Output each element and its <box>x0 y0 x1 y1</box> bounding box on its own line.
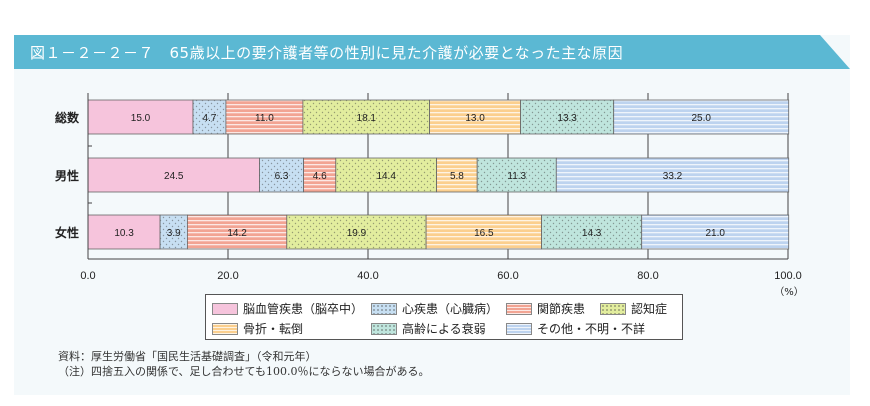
rounding-note: （注）四捨五入の関係で、足し合わせても100.0％にならない場合がある。 <box>58 365 430 378</box>
bar-segment <box>520 99 615 135</box>
data-label: 24.5 <box>164 171 184 182</box>
data-label: 11.3 <box>507 171 526 182</box>
legend-label: 高齢による衰弱 <box>402 322 486 336</box>
bar-segment <box>286 214 427 250</box>
legend-item: その他・不明・不詳 <box>506 320 645 337</box>
bar-segment <box>159 214 188 250</box>
data-label: 21.0 <box>705 228 725 239</box>
data-label: 11.0 <box>255 113 274 124</box>
x-tick-label: 100.0 <box>774 270 802 282</box>
data-label: 4.6 <box>313 171 327 182</box>
legend-item: 認知症 <box>600 300 667 317</box>
bar-groups: 15.0 4.7 11.0 18.1 13.0 13.3 25.0 総数 24.5 6.3 4.6 1… <box>55 99 790 250</box>
bar-segment <box>87 214 161 250</box>
legend-swatch <box>212 302 238 315</box>
bar-segment <box>541 214 643 250</box>
x-tick-label: 80.0 <box>637 270 658 282</box>
legend-label: 脳血管疾患（脳卒中） <box>243 302 364 316</box>
legend-swatch <box>371 322 397 335</box>
legend-label: 骨折・転倒 <box>243 322 304 336</box>
bar-segment <box>186 214 288 250</box>
bar-segment <box>303 157 337 193</box>
bar-segment <box>436 157 478 193</box>
category-label: 男性 <box>55 168 79 183</box>
category-label: 総数 <box>55 110 80 125</box>
bar-segment <box>87 157 260 193</box>
data-label: 14.4 <box>376 171 396 182</box>
bar-row-0: 15.0 4.7 11.0 18.1 13.0 13.3 25.0 総数 <box>55 99 790 135</box>
bar-segment <box>641 214 790 250</box>
legend-label: 心疾患（心臓病） <box>402 302 499 316</box>
data-label: 16.5 <box>474 228 494 239</box>
data-label: 13.0 <box>465 113 485 124</box>
x-tick-label: 60.0 <box>497 270 518 282</box>
legend-label: 認知症 <box>631 302 668 316</box>
legend-label: その他・不明・不詳 <box>537 322 646 336</box>
unit-label: （%） <box>774 286 804 298</box>
data-label: 18.1 <box>357 113 377 124</box>
data-label: 25.0 <box>691 113 711 124</box>
data-label: 5.8 <box>450 171 464 182</box>
bar-segment <box>476 157 557 193</box>
bar-segment <box>555 157 790 193</box>
category-label: 女性 <box>55 225 79 240</box>
axes: 0.0 20.0 40.0 60.0 80.0 100.0 （%） <box>80 93 804 298</box>
legend-item: 心疾患（心臓病） <box>371 300 498 317</box>
data-label: 6.3 <box>275 171 289 182</box>
source-note: 資料：厚生労働省「国民生活基礎調査」（令和元年） <box>58 350 317 363</box>
notes: 資料：厚生労働省「国民生活基礎調査」（令和元年） （注）四捨五入の関係で、足し合… <box>58 349 430 379</box>
title-bar: 図１－２－２－７ 65歳以上の要介護者等の性別に見た介護が必要となった主な原因 <box>14 35 850 69</box>
legend-swatch <box>600 302 626 315</box>
data-label: 19.9 <box>347 228 367 239</box>
legend-item: 脳血管疾患（脳卒中） <box>212 300 363 317</box>
x-tick-label: 40.0 <box>357 270 378 282</box>
bar-segment <box>613 99 790 135</box>
data-label: 14.3 <box>582 228 602 239</box>
legend-item: 高齢による衰弱 <box>371 320 486 337</box>
data-label: 13.3 <box>557 113 577 124</box>
legend-swatch <box>371 302 397 315</box>
data-label: 14.2 <box>227 228 247 239</box>
data-label: 4.7 <box>202 113 216 124</box>
data-label: 15.0 <box>131 113 151 124</box>
title-bar-shape <box>14 35 850 69</box>
bar-segment <box>87 99 194 135</box>
data-label: 10.3 <box>114 228 134 239</box>
legend-swatch <box>212 322 238 335</box>
legend-item: 関節疾患 <box>506 300 585 317</box>
data-label: 33.2 <box>663 171 683 182</box>
legend-label: 関節疾患 <box>537 302 586 316</box>
legend-item: 骨折・転倒 <box>212 320 303 337</box>
figure-title: 図１－２－２－７ 65歳以上の要介護者等の性別に見た介護が必要となった主な原因 <box>30 44 624 62</box>
bar-segment <box>425 214 543 250</box>
x-tick-label: 0.0 <box>80 270 95 282</box>
bar-segment <box>429 99 522 135</box>
x-tick-label: 20.0 <box>217 270 238 282</box>
legend: 脳血管疾患（脳卒中） 心疾患（心臓病） 関節疾患 認知症骨折・転倒 高齢による衰弱 その他… <box>205 294 683 340</box>
legend-swatch <box>506 322 532 335</box>
bar-row-2: 10.3 3.9 14.2 19.9 16.5 14.3 21.0 女性 <box>55 214 790 250</box>
bar-segment <box>335 157 437 193</box>
bar-row-1: 24.5 6.3 4.6 14.4 5.8 11.3 33.2 男性 <box>55 157 790 193</box>
data-label: 3.9 <box>167 228 181 239</box>
legend-swatch <box>506 302 532 315</box>
